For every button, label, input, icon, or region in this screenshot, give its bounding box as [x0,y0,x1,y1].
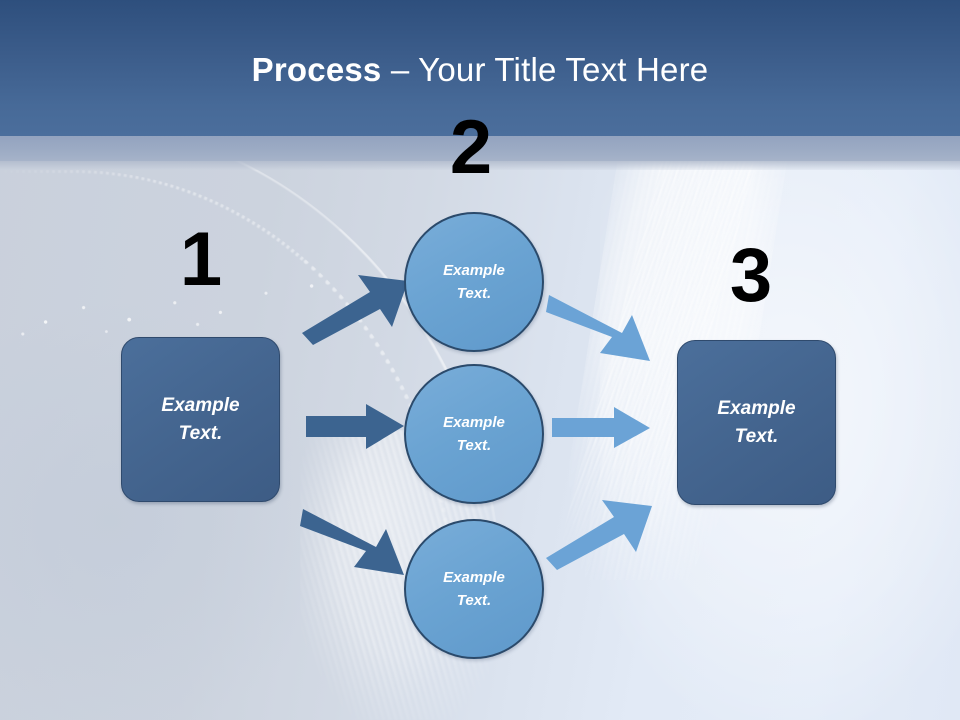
step-circle-2-label-line1: Example [443,414,505,431]
step-number-3: 3 [729,233,773,318]
page-title-rest: – Your Title Text Here [381,51,709,88]
arrow-circle1-to-box3[interactable] [546,289,658,361]
step-circle-3[interactable]: Example Text. [404,519,544,659]
step-box-3[interactable]: Example Text. [677,340,836,505]
step-circle-1-label-line1: Example [443,262,505,279]
step-circle-3-label: Example Text. [443,566,505,612]
step-circle-2-label: Example Text. [443,411,505,457]
page-title-strong: Process [251,51,382,88]
header-accent-band-fade [0,161,960,170]
step-box-3-label: Example Text. [717,395,795,451]
step-number-1: 1 [179,217,223,302]
step-box-3-label-line2: Text. [734,425,779,447]
step-circle-1-label: Example Text. [443,259,505,305]
step-circle-3-label-line1: Example [443,569,505,586]
step-circle-3-label-line2: Text. [456,592,492,609]
page-title: Process – Your Title Text Here [0,50,960,90]
step-circle-1-label-line2: Text. [456,285,492,302]
step-box-1-label: Example Text. [161,392,239,448]
step-circle-1[interactable]: Example Text. [404,212,544,352]
step-box-1-label-line2: Text. [178,422,223,444]
arrow-box1-to-circle3[interactable] [300,503,412,575]
step-circle-2-label-line2: Text. [456,437,492,454]
arrow-circle2-to-box3[interactable] [552,407,650,449]
step-box-1-label-line1: Example [161,394,240,416]
header-accent-band [0,136,960,161]
step-circle-2[interactable]: Example Text. [404,364,544,504]
arrow-box1-to-circle2[interactable] [306,404,404,450]
step-box-3-label-line1: Example [717,397,796,419]
step-number-2: 2 [449,105,493,190]
arrow-circle3-to-box3[interactable] [544,500,654,570]
step-box-1[interactable]: Example Text. [121,337,280,502]
arrow-box1-to-circle1[interactable] [300,275,410,345]
header-band [0,0,960,136]
